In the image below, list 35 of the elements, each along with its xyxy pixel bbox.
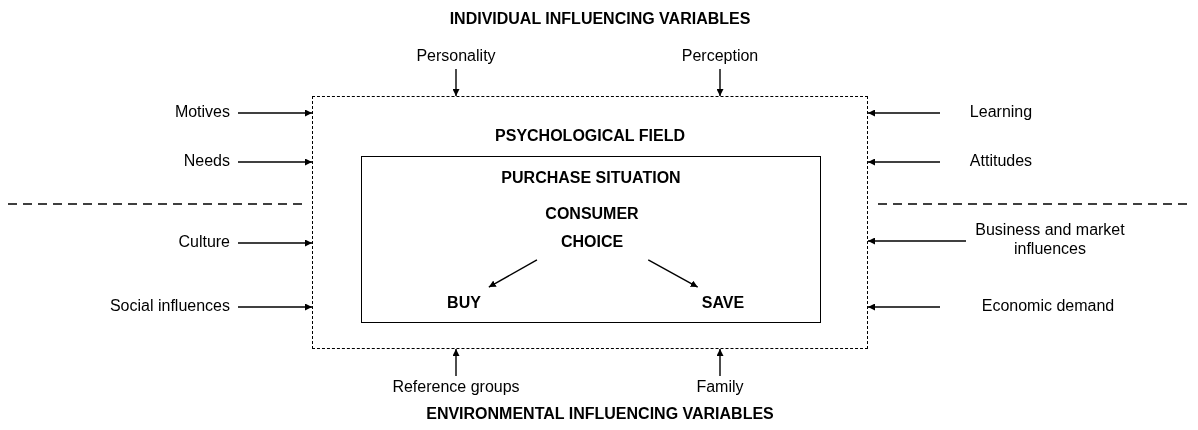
variable-label: Reference groups bbox=[358, 377, 554, 399]
arrow bbox=[452, 68, 460, 97]
variable-label: Economic demand bbox=[946, 296, 1150, 318]
arrow bbox=[867, 303, 941, 311]
arrow bbox=[237, 303, 313, 311]
arrow bbox=[647, 259, 699, 288]
situation-box bbox=[361, 156, 821, 323]
choice-label: CONSUMER CHOICE bbox=[537, 200, 647, 258]
arrow bbox=[488, 259, 538, 288]
variable-label: Attitudes bbox=[946, 151, 1056, 173]
arrow bbox=[716, 68, 724, 97]
arrow bbox=[867, 237, 967, 245]
arrow bbox=[867, 158, 941, 166]
field-heading: PSYCHOLOGICAL FIELD bbox=[494, 127, 686, 145]
arrow bbox=[716, 348, 724, 377]
arrow bbox=[867, 109, 941, 117]
variable-label: Perception bbox=[664, 46, 776, 68]
choice-label: BUY bbox=[442, 289, 486, 313]
box-heading: PURCHASE SITUATION bbox=[500, 169, 682, 187]
arrow bbox=[237, 158, 313, 166]
variable-label: Learning bbox=[946, 102, 1056, 124]
variable-label: Social influences bbox=[20, 296, 232, 318]
variable-label: Family bbox=[680, 377, 760, 399]
arrow bbox=[237, 109, 313, 117]
dashed-field-box bbox=[312, 96, 868, 349]
variable-label: Culture bbox=[110, 232, 232, 254]
variable-label: Needs bbox=[110, 151, 232, 173]
arrow bbox=[452, 348, 460, 377]
arrow bbox=[237, 239, 313, 247]
choice-label: SAVE bbox=[696, 289, 750, 313]
variable-label: Motives bbox=[110, 102, 232, 124]
variable-label: Personality bbox=[400, 46, 512, 68]
section-heading: INDIVIDUAL INFLUENCING VARIABLES bbox=[448, 10, 752, 28]
variable-label: Business and market influences bbox=[972, 220, 1128, 262]
section-heading: ENVIRONMENTAL INFLUENCING VARIABLES bbox=[425, 405, 775, 423]
